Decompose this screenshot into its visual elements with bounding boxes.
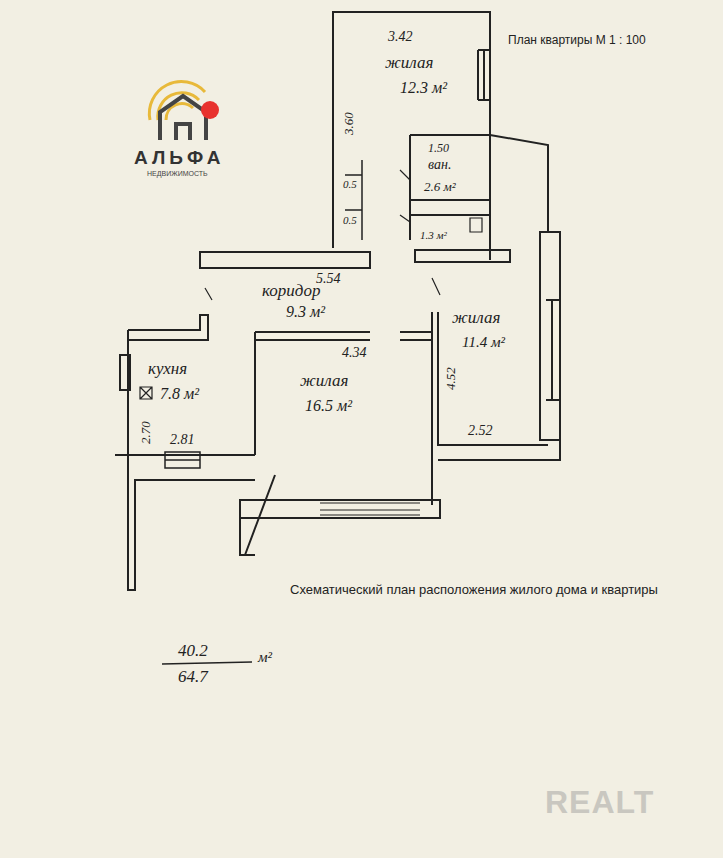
wall — [200, 252, 370, 268]
dimension: 2.81 — [170, 433, 195, 447]
fraction-line — [162, 662, 252, 664]
wall — [128, 315, 208, 340]
wall — [255, 332, 432, 340]
dimension: 0.5 — [343, 215, 357, 226]
closet — [345, 160, 362, 240]
dimension: 2.52 — [468, 424, 493, 438]
window — [320, 503, 420, 515]
total-area: 64.7 — [178, 668, 208, 685]
wall — [415, 250, 510, 262]
room-area: 12.3 м² — [400, 80, 447, 96]
door-mark — [400, 170, 410, 222]
room-name: жилая — [452, 309, 500, 326]
dimension: 0.5 — [343, 179, 357, 190]
window — [546, 300, 560, 400]
logo-icon — [149, 82, 219, 140]
room-name: ван. — [428, 158, 451, 172]
logo-text: АЛЬФА — [134, 148, 224, 167]
window — [165, 452, 200, 468]
plan-caption: Схематический план расположения жилого д… — [290, 583, 658, 596]
dimension: 4.34 — [342, 346, 367, 360]
dimension: 3.60 — [342, 112, 355, 135]
stove-symbol — [140, 387, 152, 399]
toilet-symbol — [470, 218, 482, 232]
wall — [115, 332, 255, 455]
wall — [240, 500, 440, 518]
room-area: 7.8 м² — [160, 386, 199, 402]
room-area: 16.5 м² — [305, 398, 352, 414]
dimension: 1.50 — [428, 142, 449, 154]
room-area: 1.3 м² — [420, 230, 447, 241]
room-name: кухня — [148, 360, 187, 377]
room-name: коридор — [262, 282, 320, 299]
dimension: 2.70 — [139, 421, 152, 444]
wall — [490, 135, 548, 232]
room-area: 2.6 м² — [424, 180, 456, 193]
wall — [432, 312, 560, 505]
wall — [333, 12, 490, 248]
area-unit: м² — [258, 650, 272, 665]
dimension: 4.52 — [444, 367, 457, 390]
plan-title: План квартиры М 1 : 100 — [508, 34, 646, 46]
watermark: REALT — [545, 786, 654, 818]
wall — [540, 232, 560, 440]
room-area: 11.4 м² — [462, 335, 505, 350]
room-name: жилая — [385, 54, 433, 71]
room-name: жилая — [300, 372, 348, 389]
wall — [120, 330, 255, 590]
room-area: 9.3 м² — [286, 304, 325, 320]
window — [478, 50, 490, 100]
balcony — [240, 475, 275, 555]
total-area: 40.2 — [178, 642, 208, 659]
dimension: 3.42 — [388, 30, 413, 44]
bath-walls — [410, 135, 490, 260]
logo-subtext: НЕДВИЖИМОСТЬ — [147, 170, 208, 177]
